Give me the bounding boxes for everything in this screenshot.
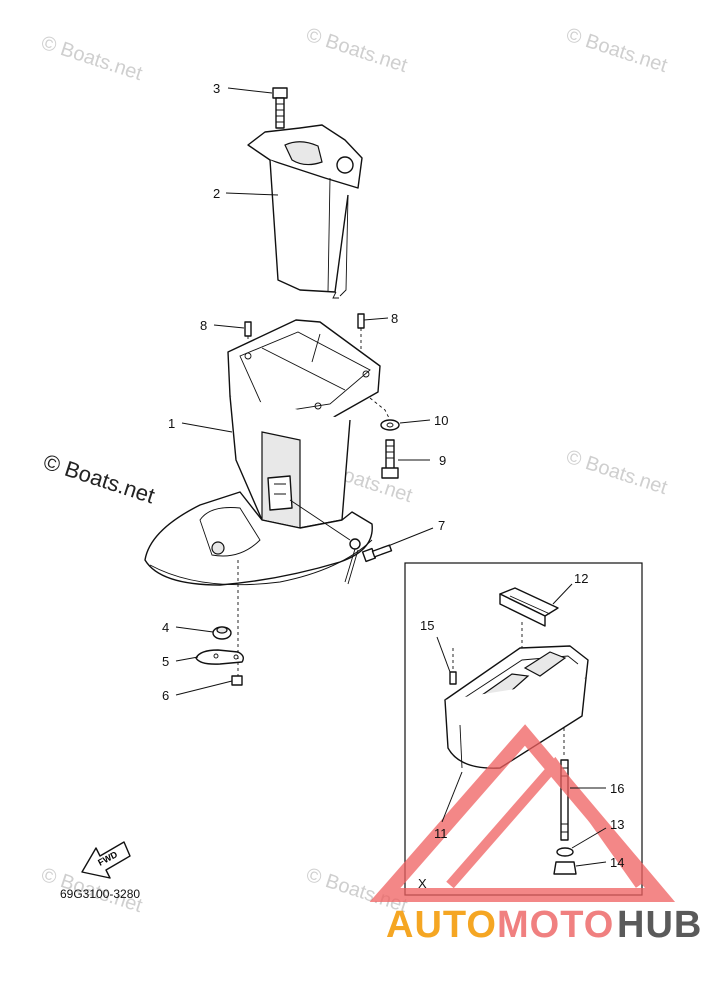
callout-12: 12 [574,571,588,586]
part-6-nut [231,675,243,686]
callout-6: 6 [162,688,169,703]
callout-3: 3 [213,81,220,96]
cavitation-plate [144,491,373,586]
callout-1: 1 [168,416,175,431]
brand-moto: MOTO [497,904,614,946]
brand-hub: HUB [617,904,702,946]
callout-8: 8 [200,318,207,333]
leader-lines [175,87,607,867]
part-3-bolt [272,87,288,129]
part-7-bolt [289,499,393,585]
callout-8: 8 [391,311,398,326]
watermark: © Boats.net [563,446,670,499]
callout-16: 16 [610,781,624,796]
part-12-mount [499,587,559,660]
watermark: © Boats.net [38,32,145,85]
watermark-large: © Boats.net [40,449,157,508]
callout-9: 9 [439,453,446,468]
part-1-casing [227,319,381,529]
part-10-washer [380,419,400,431]
brand-auto: AUTO [386,904,497,946]
part-15-pin [449,648,457,685]
brand-text: AUTO MOTO HUB [386,904,702,946]
inset-label: X [418,876,427,891]
callout-13: 13 [610,817,624,832]
callout-4: 4 [162,620,169,635]
fwd-arrow: FWD [81,841,131,879]
part-code: 69G3100-3280 [60,887,140,901]
callout-14: 14 [610,855,624,870]
callout-11: 11 [434,826,448,841]
callouts: 3 2 8 8 1 10 9 7 4 5 6 12 15 11 16 13 14… [162,81,624,891]
callout-10: 10 [434,413,448,428]
callout-2: 2 [213,186,220,201]
part-5-gasket [195,649,245,665]
brand-logo [369,724,676,902]
callout-5: 5 [162,654,169,669]
callout-15: 15 [420,618,434,633]
part-4-grommet [212,626,232,640]
part-13-washer [556,847,574,857]
part-14-nut [553,861,577,875]
watermark: © Boats.net [563,24,670,77]
part-2-guide [247,124,363,299]
callout-7: 7 [438,518,445,533]
part-9-bolt [369,397,399,479]
watermark: © Boats.net [303,24,410,77]
